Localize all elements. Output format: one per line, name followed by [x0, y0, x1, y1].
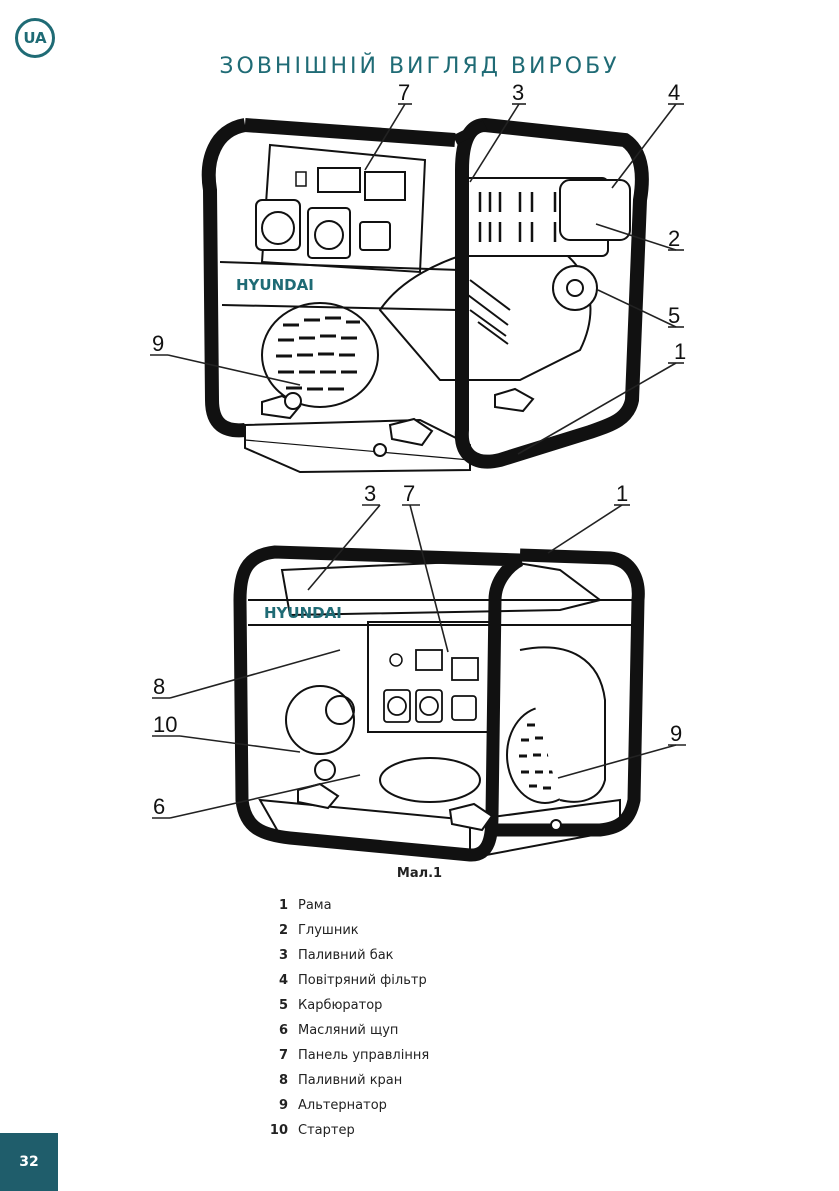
legend-item: 3 Паливний бак: [256, 943, 429, 968]
legend-item: 7 Панель управління: [256, 1043, 429, 1068]
generator-bottom-view: [233, 545, 645, 862]
callout-top-9: 9: [152, 331, 164, 356]
legend-item: 1 Рама: [256, 893, 429, 918]
callout-bottom-8: 8: [153, 674, 165, 699]
legend-number: 8: [278, 1073, 288, 1088]
callout-bottom-3: 3: [364, 481, 376, 506]
legend-number: 9: [278, 1098, 288, 1113]
page-title: ЗОВНІШНІЙ ВИГЛЯД ВИРОБУ: [219, 54, 620, 79]
callout-top-2: 2: [668, 226, 680, 251]
legend-item: 4 Повітряний фільтр: [256, 968, 429, 993]
legend-item: 2 Глушник: [256, 918, 429, 943]
legend-number: 7: [278, 1048, 288, 1063]
callout-bottom-9: 9: [670, 721, 682, 746]
legend-number: 2: [278, 923, 288, 938]
callout-bottom-7: 7: [403, 481, 415, 506]
figure-caption: Мал.1: [396, 866, 443, 881]
language-badge: UA: [15, 18, 55, 58]
legend-item: 5 Карбюратор: [256, 993, 429, 1018]
legend-item: 8 Паливний кран: [256, 1068, 429, 1093]
legend-label: Альтернатор: [298, 1098, 387, 1113]
legend-label: Карбюратор: [298, 998, 383, 1013]
brand-label-top: HYUNDAI: [236, 276, 314, 294]
legend-label: Глушник: [298, 923, 359, 938]
generator-top-view: [201, 117, 649, 474]
legend-label: Повітряний фільтр: [298, 973, 427, 988]
brand-label-bottom: HYUNDAI: [264, 604, 342, 622]
legend-number: 10: [269, 1123, 288, 1138]
page-number: 32: [0, 1133, 58, 1191]
legend-number: 1: [278, 898, 288, 913]
legend-number: 4: [278, 973, 288, 988]
callouts-bottom: [152, 504, 686, 819]
callout-top-1: 1: [674, 339, 686, 364]
legend-number: 3: [278, 948, 288, 963]
legend-item: 10 Стартер: [256, 1118, 429, 1143]
callout-top-7: 7: [398, 80, 410, 105]
legend-label: Масляний щуп: [298, 1023, 399, 1038]
callout-top-5: 5: [668, 303, 680, 328]
legend-label: Паливний бак: [298, 948, 394, 963]
callout-top-4: 4: [668, 80, 680, 105]
callout-top-3: 3: [512, 80, 524, 105]
legend-item: 6 Масляний щуп: [256, 1018, 429, 1043]
callout-bottom-10: 10: [153, 712, 177, 737]
legend-number: 6: [278, 1023, 288, 1038]
legend-label: Стартер: [298, 1123, 355, 1138]
callout-bottom-1: 1: [616, 481, 628, 506]
legend-item: 9 Альтернатор: [256, 1093, 429, 1118]
callout-bottom-6: 6: [153, 794, 165, 819]
legend-label: Рама: [298, 898, 332, 913]
legend-label: Панель управління: [298, 1048, 430, 1063]
legend-label: Паливний кран: [298, 1073, 403, 1088]
parts-legend: 1 Рама 2 Глушник 3 Паливний бак 4 Повітряний…: [256, 893, 429, 1143]
legend-number: 5: [278, 998, 288, 1013]
callouts-top: [150, 103, 684, 455]
